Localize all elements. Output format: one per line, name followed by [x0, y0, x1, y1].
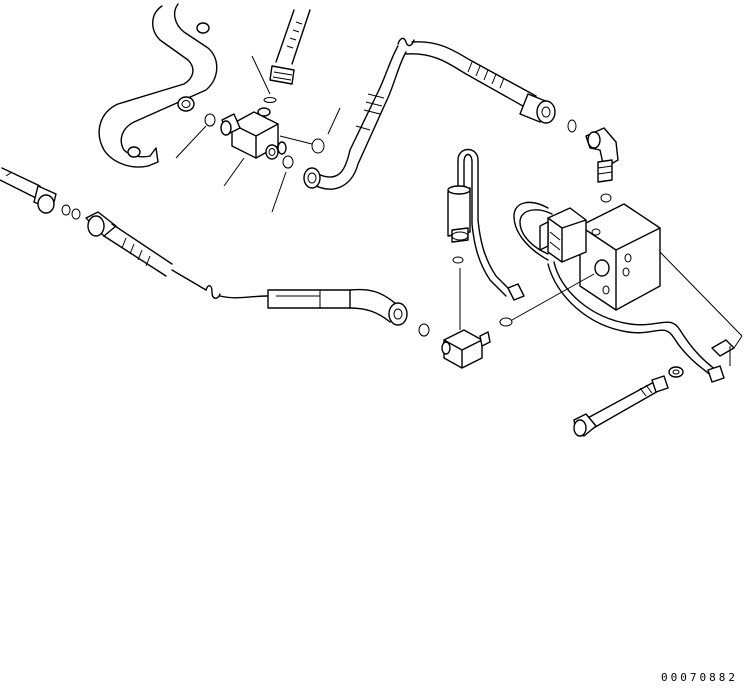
- tee-fitting: [221, 108, 286, 159]
- o-rings-lower: [419, 274, 594, 336]
- adapter-block: [442, 330, 490, 368]
- hose-long-lower: [0, 168, 407, 325]
- washer: [669, 367, 683, 377]
- o-ring-small: [264, 98, 276, 103]
- hose-top-short: [270, 10, 310, 84]
- catalog-number: 00070882: [661, 671, 738, 684]
- elbow-fitting: [586, 128, 618, 202]
- hose-long-top: [304, 38, 555, 189]
- bent-tube-upper-left: [99, 4, 217, 167]
- bolt: [574, 376, 668, 436]
- o-ring-right: [568, 120, 576, 132]
- solenoid-valve-block: [540, 204, 660, 310]
- o-rings-tee: [205, 114, 324, 168]
- solenoid-wire-right: [548, 252, 742, 382]
- pressure-switch: [448, 150, 524, 331]
- solenoid-wire-left: [514, 202, 552, 260]
- sleeve-nut: [178, 97, 194, 111]
- leader-lines: [176, 56, 340, 212]
